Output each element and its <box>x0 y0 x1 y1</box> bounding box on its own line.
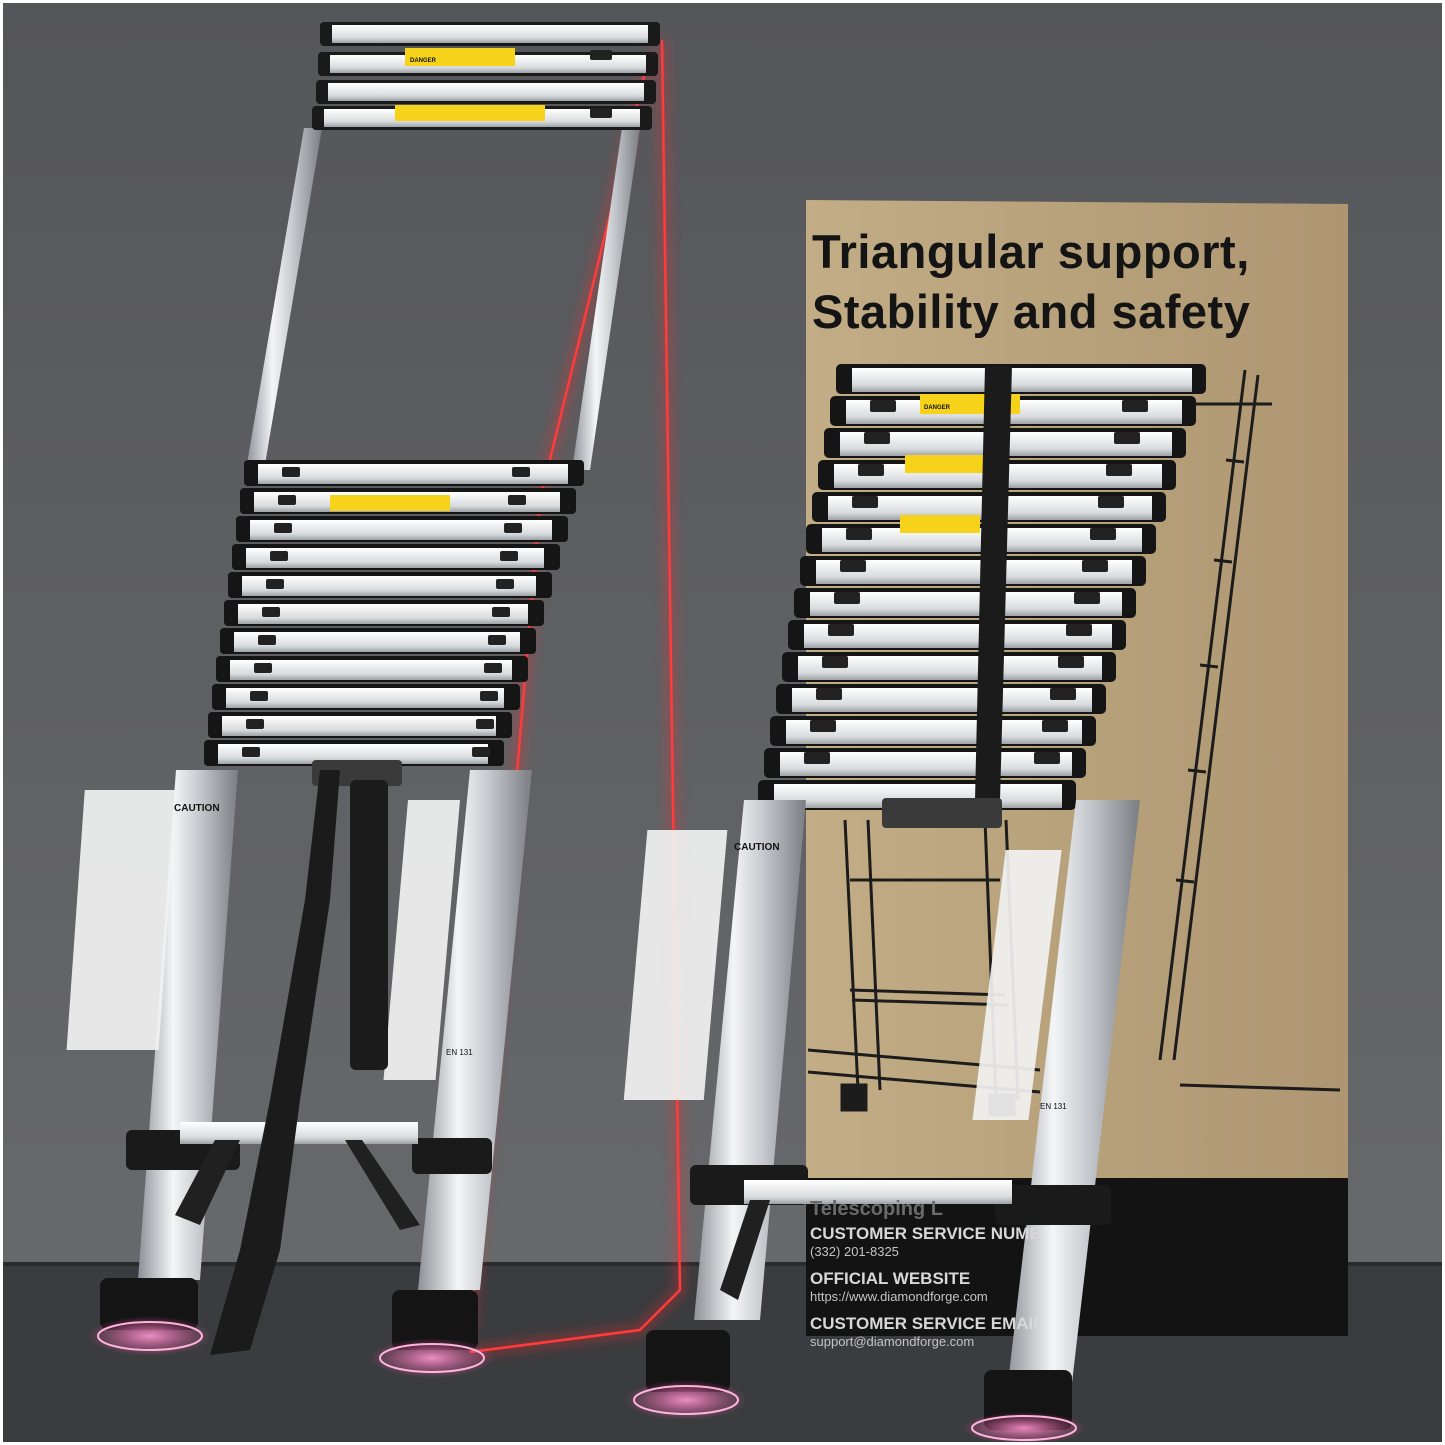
headline-line2: Stability and safety <box>812 285 1251 338</box>
box-headline: Triangular support, Stability and safety <box>812 222 1282 342</box>
caution-label <box>66 790 177 1050</box>
safety-strap <box>210 770 340 1355</box>
box-line-art <box>807 369 1341 1117</box>
stabilizer-bar <box>180 1122 418 1144</box>
collapsed-ladder <box>623 364 1206 1444</box>
foot-left <box>100 1278 198 1330</box>
danger-label-right: DANGER <box>924 405 951 411</box>
box-partial-title: Telescoping L <box>810 1198 943 1220</box>
service-number-label: CUSTOMER SERVICE NUMB <box>810 1224 1042 1243</box>
danger-sticker <box>405 48 515 66</box>
collapsed-rung-stack <box>204 460 584 786</box>
headline-line1: Triangular support, <box>812 225 1250 278</box>
top-rungs <box>312 22 660 130</box>
service-number: (332) 201-8325 <box>810 1244 899 1259</box>
box-contact-info: Telescoping L CUSTOMER SERVICE NUMB (332… <box>810 1198 1050 1359</box>
foot-right <box>392 1290 478 1350</box>
website-url: https://www.diamondforge.com <box>810 1289 988 1304</box>
standard-label-right: EN 131 <box>1040 1102 1067 1111</box>
danger-label-left: DANGER <box>410 58 437 64</box>
email-label: CUSTOMER SERVICE EMAIL <box>810 1314 1044 1333</box>
binding-strap <box>975 366 1012 800</box>
caution-label-right: CAUTION <box>734 842 780 853</box>
standard-label-left: EN 131 <box>446 1048 473 1057</box>
stabilizer-bar-right <box>744 1180 1012 1204</box>
email-address: support@diamondforge.com <box>810 1334 975 1349</box>
caution-label-left: CAUTION <box>174 803 220 814</box>
website-label: OFFICIAL WEBSITE <box>810 1269 971 1288</box>
extended-ladder <box>66 22 660 1378</box>
